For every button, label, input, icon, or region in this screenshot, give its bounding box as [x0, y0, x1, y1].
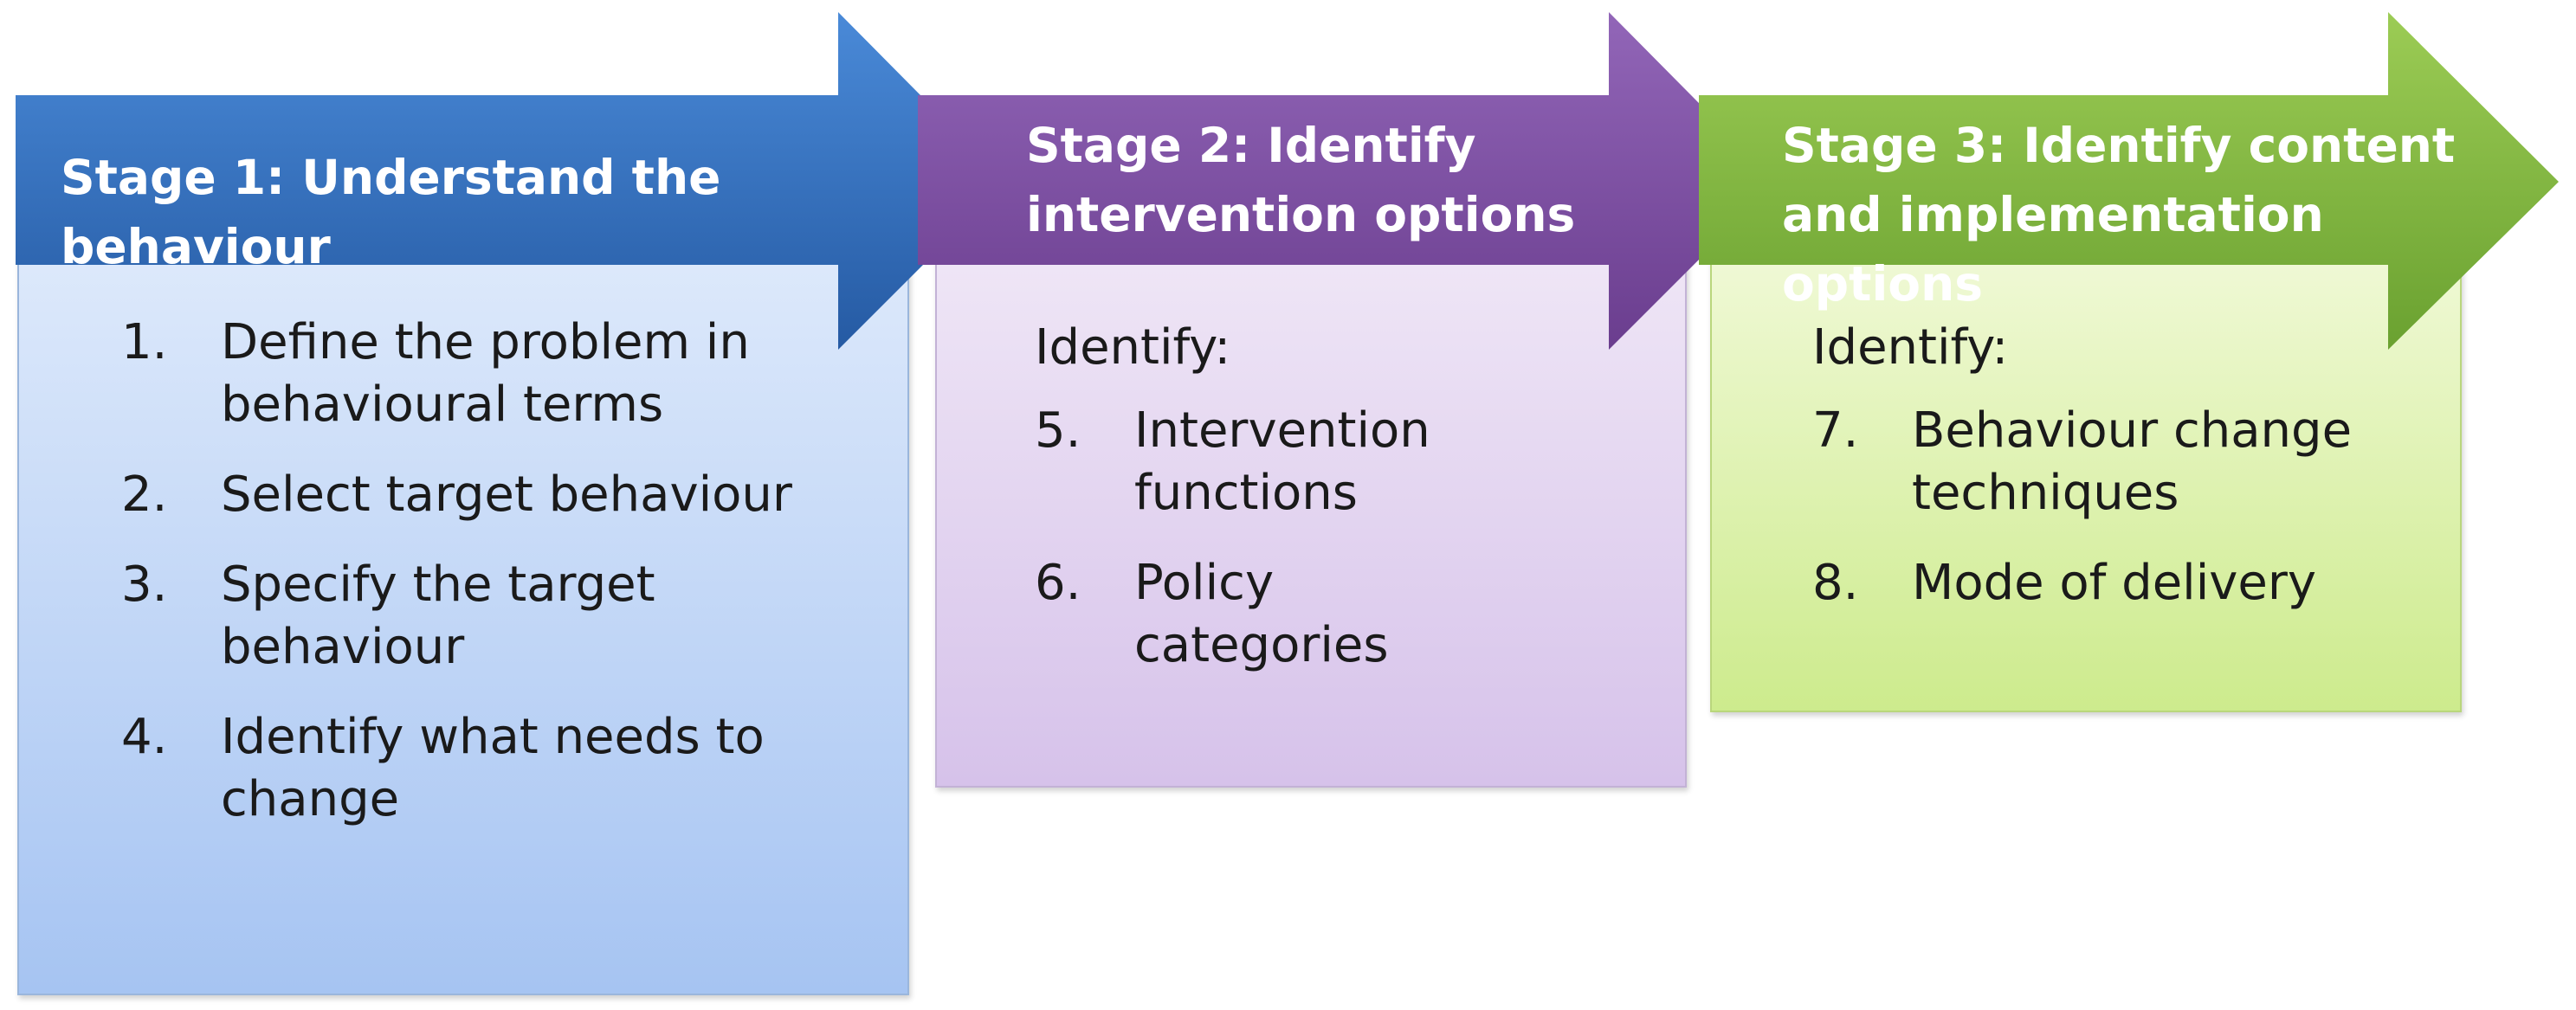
- stage-2-title: Stage 2: Identify intervention options: [1026, 118, 1576, 242]
- step-number: 6.: [1035, 555, 1081, 611]
- stage-3-title: Stage 3: Identify content and implementa…: [1782, 118, 2456, 312]
- step-number: 4.: [121, 709, 168, 765]
- list-item: 4. Identify what needs to change: [121, 706, 818, 831]
- step-number: 3.: [121, 556, 168, 613]
- list-item: 6. Policy categories: [1035, 552, 1524, 677]
- stage-3-steps: 7. Behaviour change techniques 8. Mode o…: [1812, 400, 2397, 614]
- step-text: Specify the target behaviour: [221, 556, 655, 675]
- stage-3-lead: Identify:: [1812, 319, 2009, 376]
- stage-3-content: Identify: 7. Behaviour change techniques…: [1812, 317, 2397, 642]
- step-number: 5.: [1035, 402, 1081, 459]
- stage-2-lead: Identify:: [1035, 319, 1231, 376]
- stage-1-title: Stage 1: Understand the behaviour: [61, 150, 721, 274]
- step-text: Identify what needs to change: [221, 709, 765, 827]
- stage-1-steps: 1. Define the problem in behavioural ter…: [121, 312, 818, 831]
- step-number: 2.: [121, 466, 168, 523]
- step-number: 1.: [121, 314, 168, 370]
- step-text: Intervention functions: [1134, 402, 1430, 521]
- list-item: 2. Select target behaviour: [121, 464, 818, 526]
- step-text: Select target behaviour: [221, 466, 792, 523]
- step-text: Behaviour change techniques: [1912, 402, 2353, 521]
- list-item: 7. Behaviour change techniques: [1812, 400, 2397, 524]
- stage-2-arrow: [918, 12, 1777, 350]
- step-number: 7.: [1812, 402, 1859, 459]
- step-text: Define the problem in behavioural terms: [221, 314, 750, 433]
- stage-1-arrow: [16, 12, 1006, 350]
- step-number: 8.: [1812, 555, 1859, 611]
- step-text: Mode of delivery: [1912, 555, 2317, 611]
- stage-1-content: 1. Define the problem in behavioural ter…: [121, 312, 818, 859]
- list-item: 8. Mode of delivery: [1812, 552, 2397, 614]
- stage-2-content: Identify: 5. Intervention functions 6. P…: [1035, 317, 1524, 704]
- stage-3-arrow: [1699, 12, 2559, 350]
- stage-1-box: [17, 251, 909, 995]
- list-item: 3. Specify the target behaviour: [121, 554, 818, 679]
- stage-2-steps: 5. Intervention functions 6. Policy cate…: [1035, 400, 1524, 677]
- list-item: 1. Define the problem in behavioural ter…: [121, 312, 818, 436]
- stage-3-box: [1710, 251, 2462, 712]
- list-item: 5. Intervention functions: [1035, 400, 1524, 524]
- step-text: Policy categories: [1134, 555, 1389, 673]
- stage-2-box: [935, 251, 1687, 788]
